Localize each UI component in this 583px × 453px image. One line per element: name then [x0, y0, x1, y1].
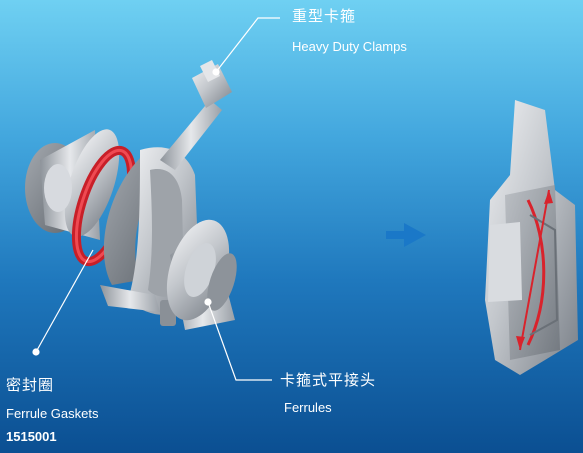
clamp-label-cn: 重型卡箍 — [292, 7, 357, 25]
ferrule-leader-line — [207, 301, 272, 381]
assembled-cross-section — [485, 100, 578, 375]
right-ferrule — [166, 219, 237, 330]
gasket-leader-dot — [32, 348, 40, 356]
clamp-label-en: Heavy Duty Clamps — [292, 39, 407, 54]
ferrule-leader-dot — [204, 298, 212, 306]
gasket-leader-line — [35, 249, 94, 353]
leader-lines — [32, 17, 280, 381]
clamp-leader-dot — [212, 68, 220, 76]
gasket-code: 1515001 — [6, 429, 57, 444]
assembly-arrow-icon — [386, 223, 426, 247]
gasket-label-en: Ferrule Gaskets — [6, 406, 99, 421]
ferrule-label-en: Ferrules — [284, 400, 332, 415]
ferrule-label-cn: 卡箍式平接头 — [280, 371, 377, 389]
gasket-label-cn: 密封圈 — [6, 376, 55, 394]
clamp-leader-line — [215, 17, 280, 73]
